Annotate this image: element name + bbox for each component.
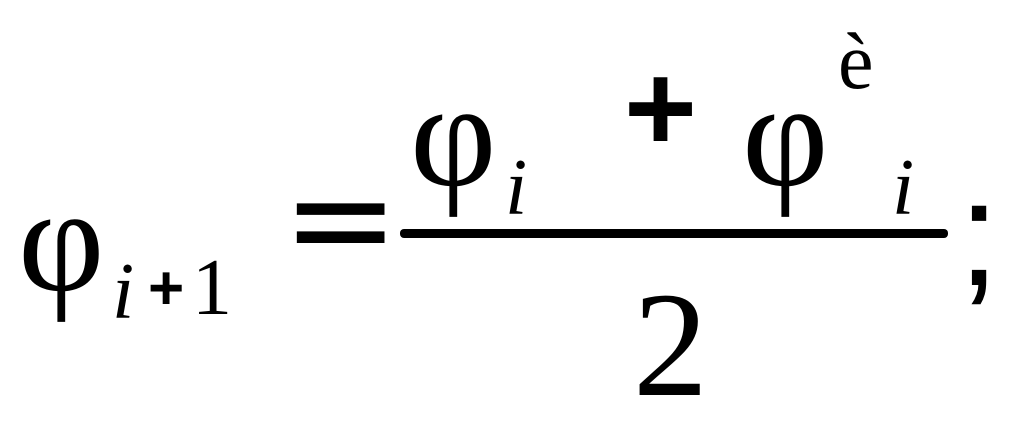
lhs-subscript-number: 1 — [192, 244, 232, 332]
numerator-term1-phi: φ — [410, 52, 497, 218]
numerator-term2-phi: φ — [742, 52, 829, 218]
numerator-plus: + — [624, 39, 697, 178]
fraction-bar — [400, 229, 948, 238]
numerator-term1-subscript: i — [505, 144, 528, 232]
lhs-phi-symbol: φ — [18, 157, 105, 323]
numerator-term2-superscript: è — [838, 18, 874, 106]
equals-sign: = — [282, 138, 400, 301]
lhs-subscript-index: i — [112, 248, 135, 336]
denominator: 2 — [633, 262, 708, 428]
semicolon: ; — [958, 149, 1000, 317]
lhs-subscript-plus: + — [148, 254, 185, 323]
numerator-term2-subscript: i — [892, 144, 915, 232]
